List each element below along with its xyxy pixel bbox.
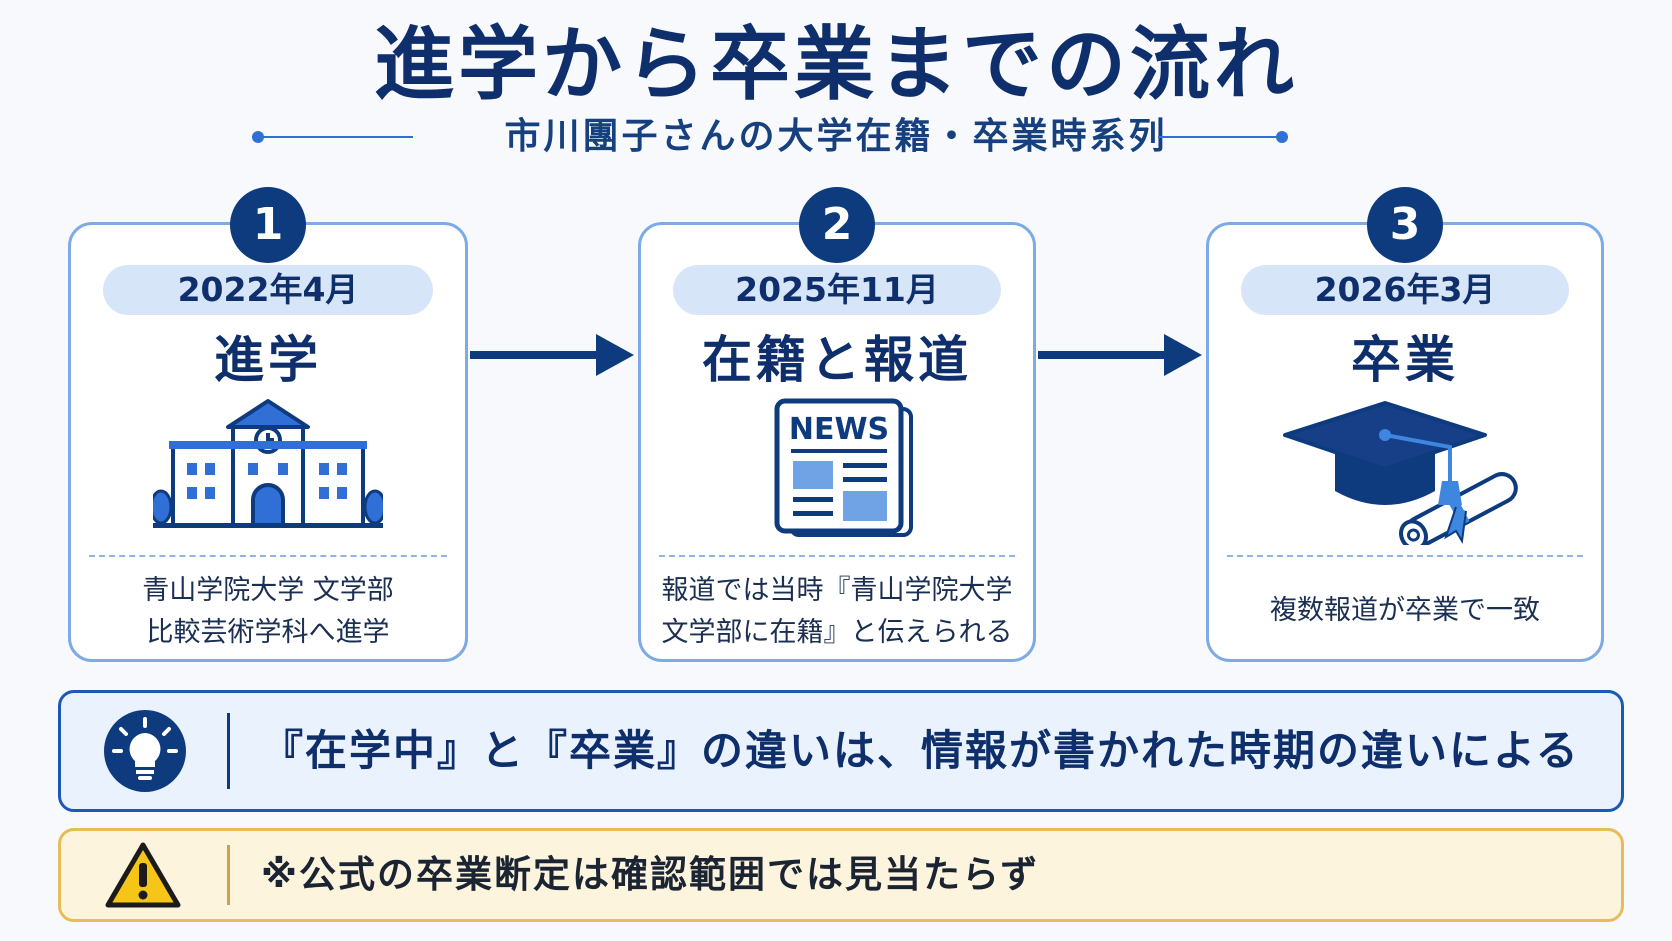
graduation-cap-diploma-icon xyxy=(1283,401,1518,545)
step-number-badge: 2 xyxy=(799,187,875,263)
warning-banner: ※公式の卒業断定は確認範囲では見当たらず xyxy=(58,828,1624,922)
step-card-3: 3 2026年3月 卒業 複数報道が卒業で一致 xyxy=(1206,187,1604,662)
subtitle-row: 市川團子さんの大学在籍・卒業時系列 xyxy=(0,112,1672,162)
step-date: 2022年4月 xyxy=(103,265,433,315)
step-number-badge: 1 xyxy=(230,187,306,263)
banner-separator xyxy=(227,845,230,905)
step-description: 青山学院大学 文学部 比較芸術学科へ進学 xyxy=(81,570,455,654)
step-divider xyxy=(89,555,447,557)
warning-text: ※公式の卒業断定は確認範囲では見当たらず xyxy=(261,853,1040,896)
step-icon-area xyxy=(1209,395,1601,545)
description-line: 文学部に在籍』と伝えられる xyxy=(661,617,1013,648)
subtitle-right-dot xyxy=(1276,131,1288,143)
description-line: 比較芸術学科へ進学 xyxy=(146,617,390,648)
description-line: 複数報道が卒業で一致 xyxy=(1270,595,1540,626)
newspaper-icon: NEWS xyxy=(774,398,913,537)
step-date: 2026年3月 xyxy=(1241,265,1569,315)
banner-separator xyxy=(227,713,230,789)
news-label: NEWS xyxy=(789,412,889,447)
page-title: 進学から卒業までの流れ xyxy=(374,18,1298,111)
subtitle-right-line xyxy=(1158,136,1282,138)
step-card-2: 2 2025年11月 在籍と報道 NEWS 報道では当時『青山学院大学 文学部に… xyxy=(638,187,1036,662)
arrow-right-icon xyxy=(470,334,634,376)
step-description: 複数報道が卒業で一致 xyxy=(1219,590,1591,632)
step-icon-area xyxy=(71,395,465,545)
step-divider xyxy=(1227,555,1583,557)
step-date: 2025年11月 xyxy=(673,265,1001,315)
step-card-1: 1 2022年4月 進学 xyxy=(68,187,468,662)
info-banner: 『在学中』と『卒業』の違いは、情報が書かれた時期の違いによるもの xyxy=(58,690,1624,891)
step-description: 報道では当時『青山学院大学 文学部に在籍』と伝えられる xyxy=(651,570,1023,654)
step-divider xyxy=(659,555,1015,557)
description-line: 報道では当時『青山学院大学 xyxy=(661,575,1013,606)
subtitle-left-line xyxy=(258,136,413,138)
step-title: 在籍と報道 xyxy=(702,331,972,389)
lightbulb-icon xyxy=(104,710,186,792)
arrow-right-icon xyxy=(1038,334,1202,376)
description-line: 青山学院大学 文学部 xyxy=(142,575,394,606)
step-title: 進学 xyxy=(214,331,322,389)
page-subtitle: 市川團子さんの大学在籍・卒業時系列 xyxy=(504,116,1168,157)
step-icon-area: NEWS xyxy=(641,395,1033,545)
school-building-icon xyxy=(153,399,383,528)
step-title: 卒業 xyxy=(1351,331,1459,389)
warning-triangle-icon xyxy=(105,842,181,908)
step-number-badge: 3 xyxy=(1367,187,1443,263)
